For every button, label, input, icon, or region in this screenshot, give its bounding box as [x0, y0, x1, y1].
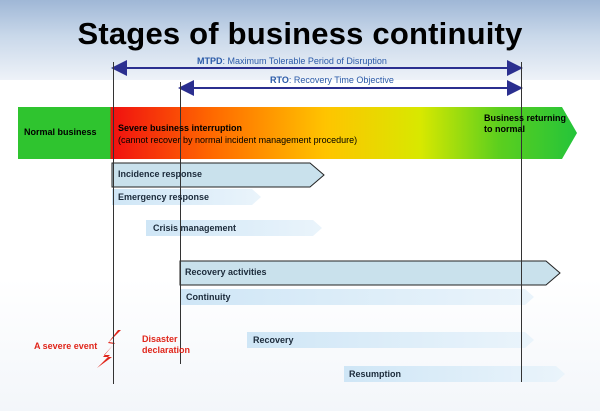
- emergency-response-label: Emergency response: [118, 192, 210, 202]
- stage-business-returning: Business returning to normal: [484, 113, 567, 134]
- crisis-management-bar: [146, 220, 322, 236]
- rto-label: RTO: Recovery Time Objective: [270, 75, 394, 85]
- severe-event-label: A severe event: [34, 341, 98, 351]
- page-title: Stages of business continuity: [77, 16, 523, 51]
- recovery-activities-label: Recovery activities: [185, 267, 267, 277]
- disaster-declaration-label: Disaster declaration: [142, 334, 191, 355]
- continuity-label: Continuity: [186, 292, 231, 302]
- resumption-label: Resumption: [349, 369, 402, 379]
- mtpd-label: MTPD: Maximum Tolerable Period of Disrup…: [197, 56, 387, 66]
- continuity-bar: [180, 289, 534, 305]
- recovery-label: Recovery: [253, 335, 294, 345]
- event-time-line: [113, 62, 114, 384]
- crisis-management-label: Crisis management: [153, 223, 237, 233]
- stage-arrow: [18, 107, 577, 159]
- declaration-time-line: [180, 82, 181, 364]
- stage-normal-business: Normal business: [24, 127, 97, 137]
- mtpd-end-line: [521, 62, 522, 382]
- incidence-response-label: Incidence response: [118, 169, 203, 179]
- resumption-bar: [344, 366, 565, 382]
- incidence-response-bar: [111, 162, 325, 188]
- stage-severe-interruption: Severe business interruption (cannot rec…: [118, 123, 358, 145]
- lightning-icon: [97, 330, 121, 368]
- stage-severe-note: (cannot recover by normal incident manag…: [118, 135, 358, 145]
- recovery-bar: [247, 332, 534, 348]
- emergency-response-bar: [112, 189, 261, 205]
